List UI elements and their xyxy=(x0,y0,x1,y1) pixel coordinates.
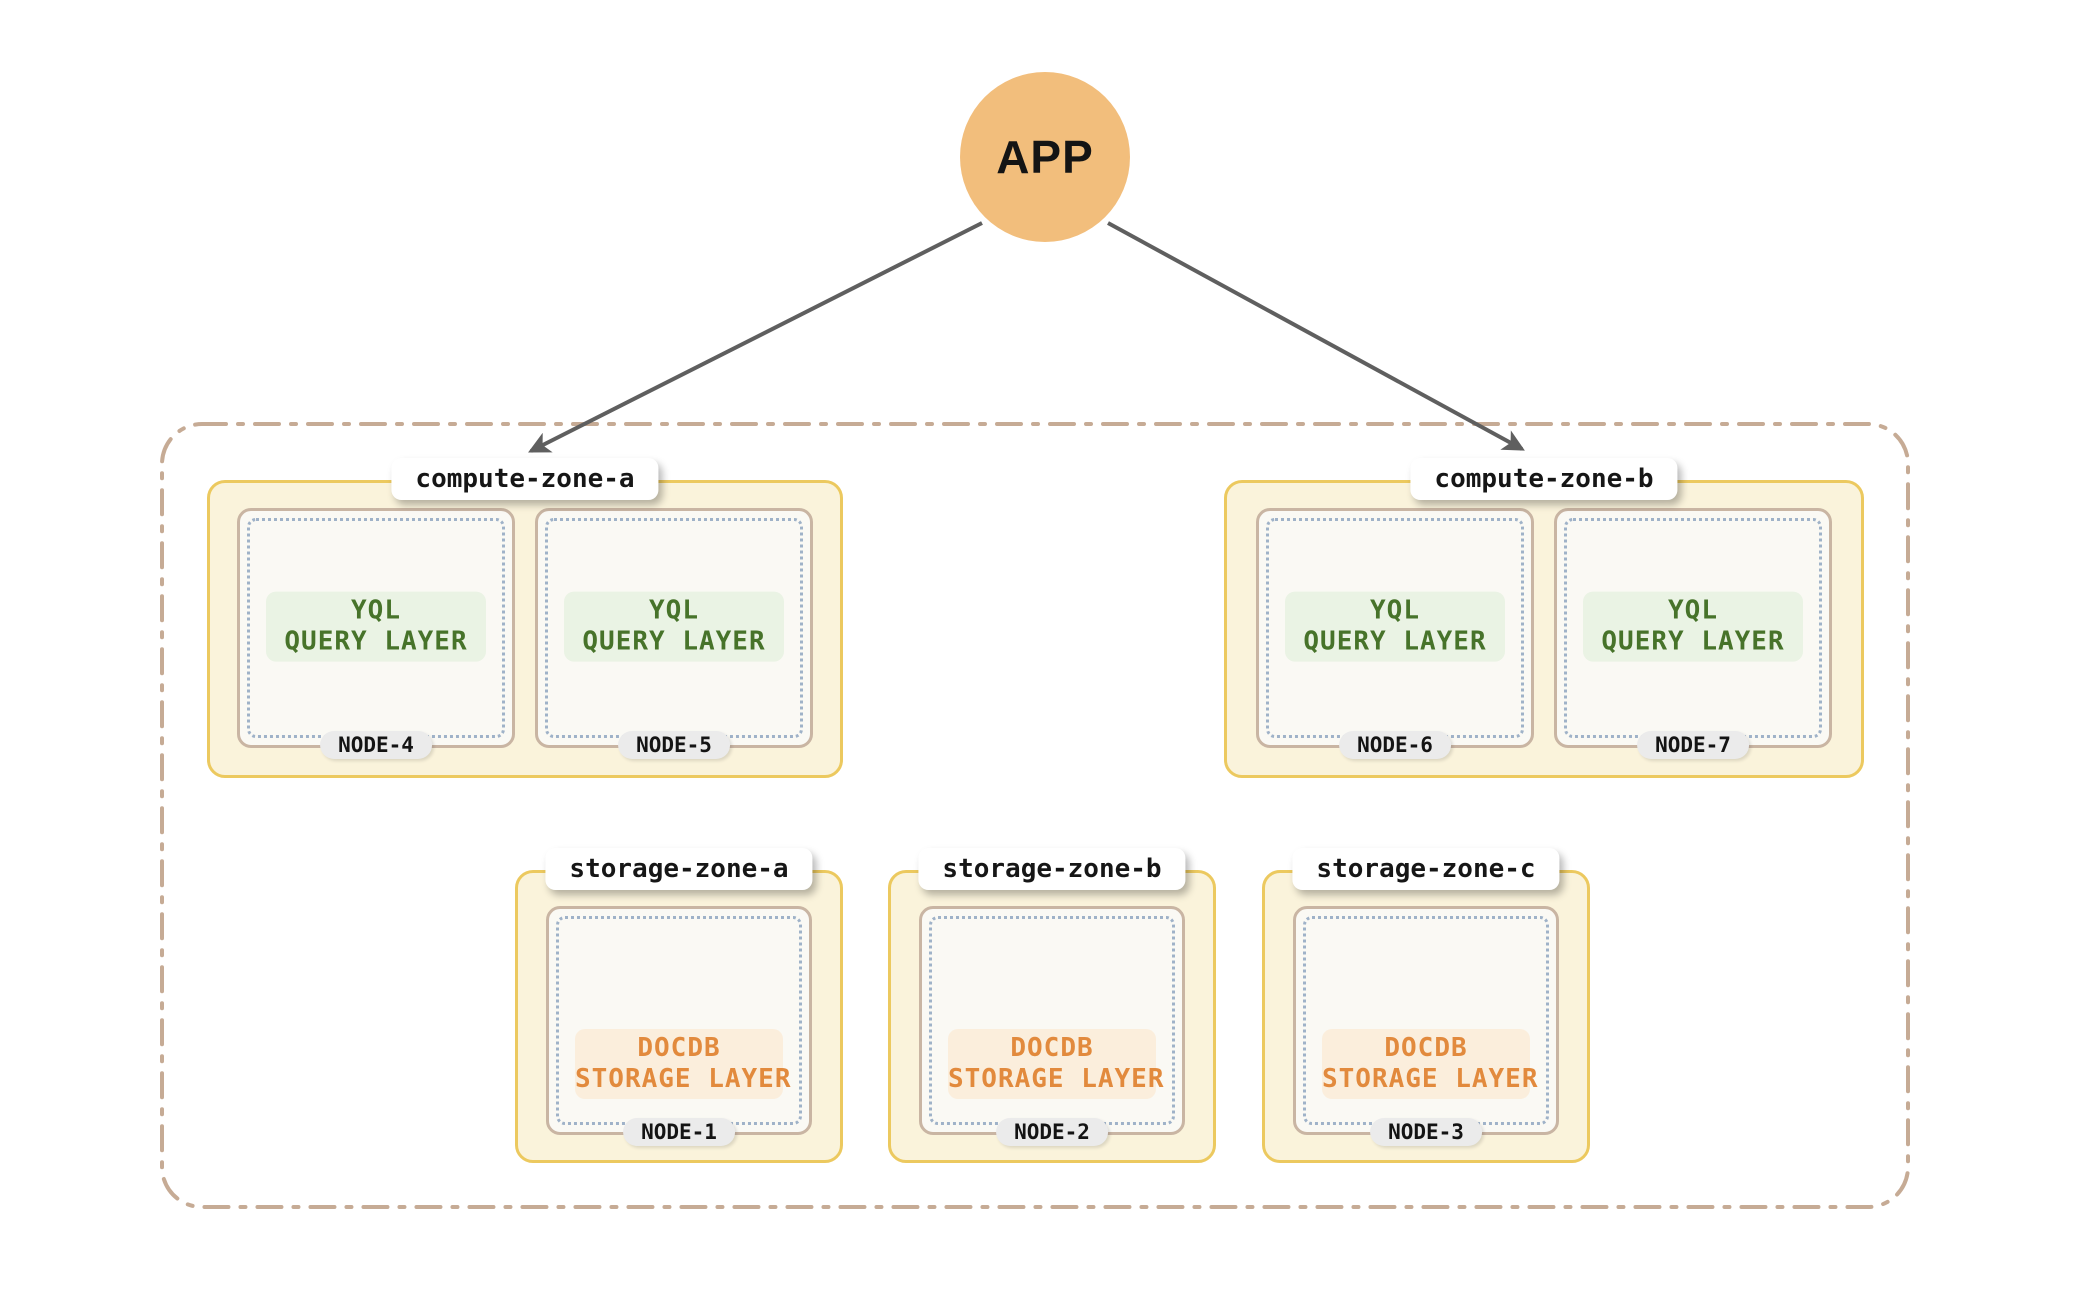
layer-line-1: YQL xyxy=(649,595,699,626)
yql-query-layer-strip: YQL QUERY LAYER xyxy=(266,591,486,662)
node-card: YQL QUERY LAYER NODE-6 xyxy=(1256,508,1534,759)
zone-compute-b: compute-zone-b YQL QUERY LAYER NODE-6 YQ… xyxy=(1224,458,1864,778)
node-badge: NODE-7 xyxy=(1637,731,1749,759)
zone-nodes-row: DOCDB STORAGE LAYER NODE-2 xyxy=(891,873,1213,1160)
zone-label: storage-zone-a xyxy=(545,848,813,890)
node-badge: NODE-1 xyxy=(623,1118,735,1146)
zone-storage-a: storage-zone-a DOCDB STORAGE LAYER NODE-… xyxy=(515,848,843,1163)
layer-line-2: STORAGE LAYER xyxy=(575,1064,792,1095)
zone-storage-b: storage-zone-b DOCDB STORAGE LAYER NODE-… xyxy=(888,848,1216,1163)
layer-line-1: DOCDB xyxy=(637,1033,721,1064)
cluster-boundary xyxy=(160,422,1910,1209)
zone-compute-a: compute-zone-a YQL QUERY LAYER NODE-4 YQ… xyxy=(207,458,843,778)
zone-label: compute-zone-a xyxy=(391,458,659,500)
docdb-storage-layer-strip: DOCDB STORAGE LAYER xyxy=(948,1029,1165,1100)
zone-label: storage-zone-b xyxy=(918,848,1186,890)
yql-query-layer-strip: YQL QUERY LAYER xyxy=(1285,591,1505,662)
layer-line-2: STORAGE LAYER xyxy=(948,1064,1165,1095)
layer-line-2: QUERY LAYER xyxy=(1303,626,1487,657)
layer-line-1: YQL xyxy=(1668,595,1718,626)
app-to-compute-b-arrow xyxy=(1107,221,1525,451)
node-card: YQL QUERY LAYER NODE-4 xyxy=(237,508,515,759)
app-label: APP xyxy=(996,131,1094,183)
app-to-compute-a-arrow xyxy=(528,221,983,453)
layer-line-1: YQL xyxy=(1370,595,1420,626)
layer-line-1: DOCDB xyxy=(1384,1033,1468,1064)
zone-storage-c: storage-zone-c DOCDB STORAGE LAYER NODE-… xyxy=(1262,848,1590,1163)
zone-nodes-row: YQL QUERY LAYER NODE-4 YQL QUERY LAYER N… xyxy=(210,483,840,775)
node-card: DOCDB STORAGE LAYER NODE-2 xyxy=(919,906,1185,1146)
zone-nodes-row: DOCDB STORAGE LAYER NODE-3 xyxy=(1265,873,1587,1160)
layer-line-2: QUERY LAYER xyxy=(1601,626,1785,657)
layer-line-1: DOCDB xyxy=(1010,1033,1094,1064)
zone-label: storage-zone-c xyxy=(1292,848,1560,890)
zone-label: compute-zone-b xyxy=(1410,458,1678,500)
node-card: DOCDB STORAGE LAYER NODE-1 xyxy=(546,906,812,1146)
zone-nodes-row: DOCDB STORAGE LAYER NODE-1 xyxy=(518,873,840,1160)
node-card: YQL QUERY LAYER NODE-7 xyxy=(1554,508,1832,759)
node-card: DOCDB STORAGE LAYER NODE-3 xyxy=(1293,906,1559,1146)
layer-line-2: STORAGE LAYER xyxy=(1322,1064,1539,1095)
yql-query-layer-strip: YQL QUERY LAYER xyxy=(564,591,784,662)
node-badge: NODE-3 xyxy=(1370,1118,1482,1146)
docdb-storage-layer-strip: DOCDB STORAGE LAYER xyxy=(575,1029,792,1100)
docdb-storage-layer-strip: DOCDB STORAGE LAYER xyxy=(1322,1029,1539,1100)
layer-line-1: YQL xyxy=(351,595,401,626)
layer-line-2: QUERY LAYER xyxy=(284,626,468,657)
node-card: YQL QUERY LAYER NODE-5 xyxy=(535,508,813,759)
app-node: APP xyxy=(960,72,1130,242)
node-badge: NODE-6 xyxy=(1339,731,1451,759)
node-badge: NODE-4 xyxy=(320,731,432,759)
yql-query-layer-strip: YQL QUERY LAYER xyxy=(1583,591,1803,662)
node-badge: NODE-5 xyxy=(618,731,730,759)
zone-nodes-row: YQL QUERY LAYER NODE-6 YQL QUERY LAYER N… xyxy=(1227,483,1861,775)
layer-line-2: QUERY LAYER xyxy=(582,626,766,657)
node-badge: NODE-2 xyxy=(996,1118,1108,1146)
